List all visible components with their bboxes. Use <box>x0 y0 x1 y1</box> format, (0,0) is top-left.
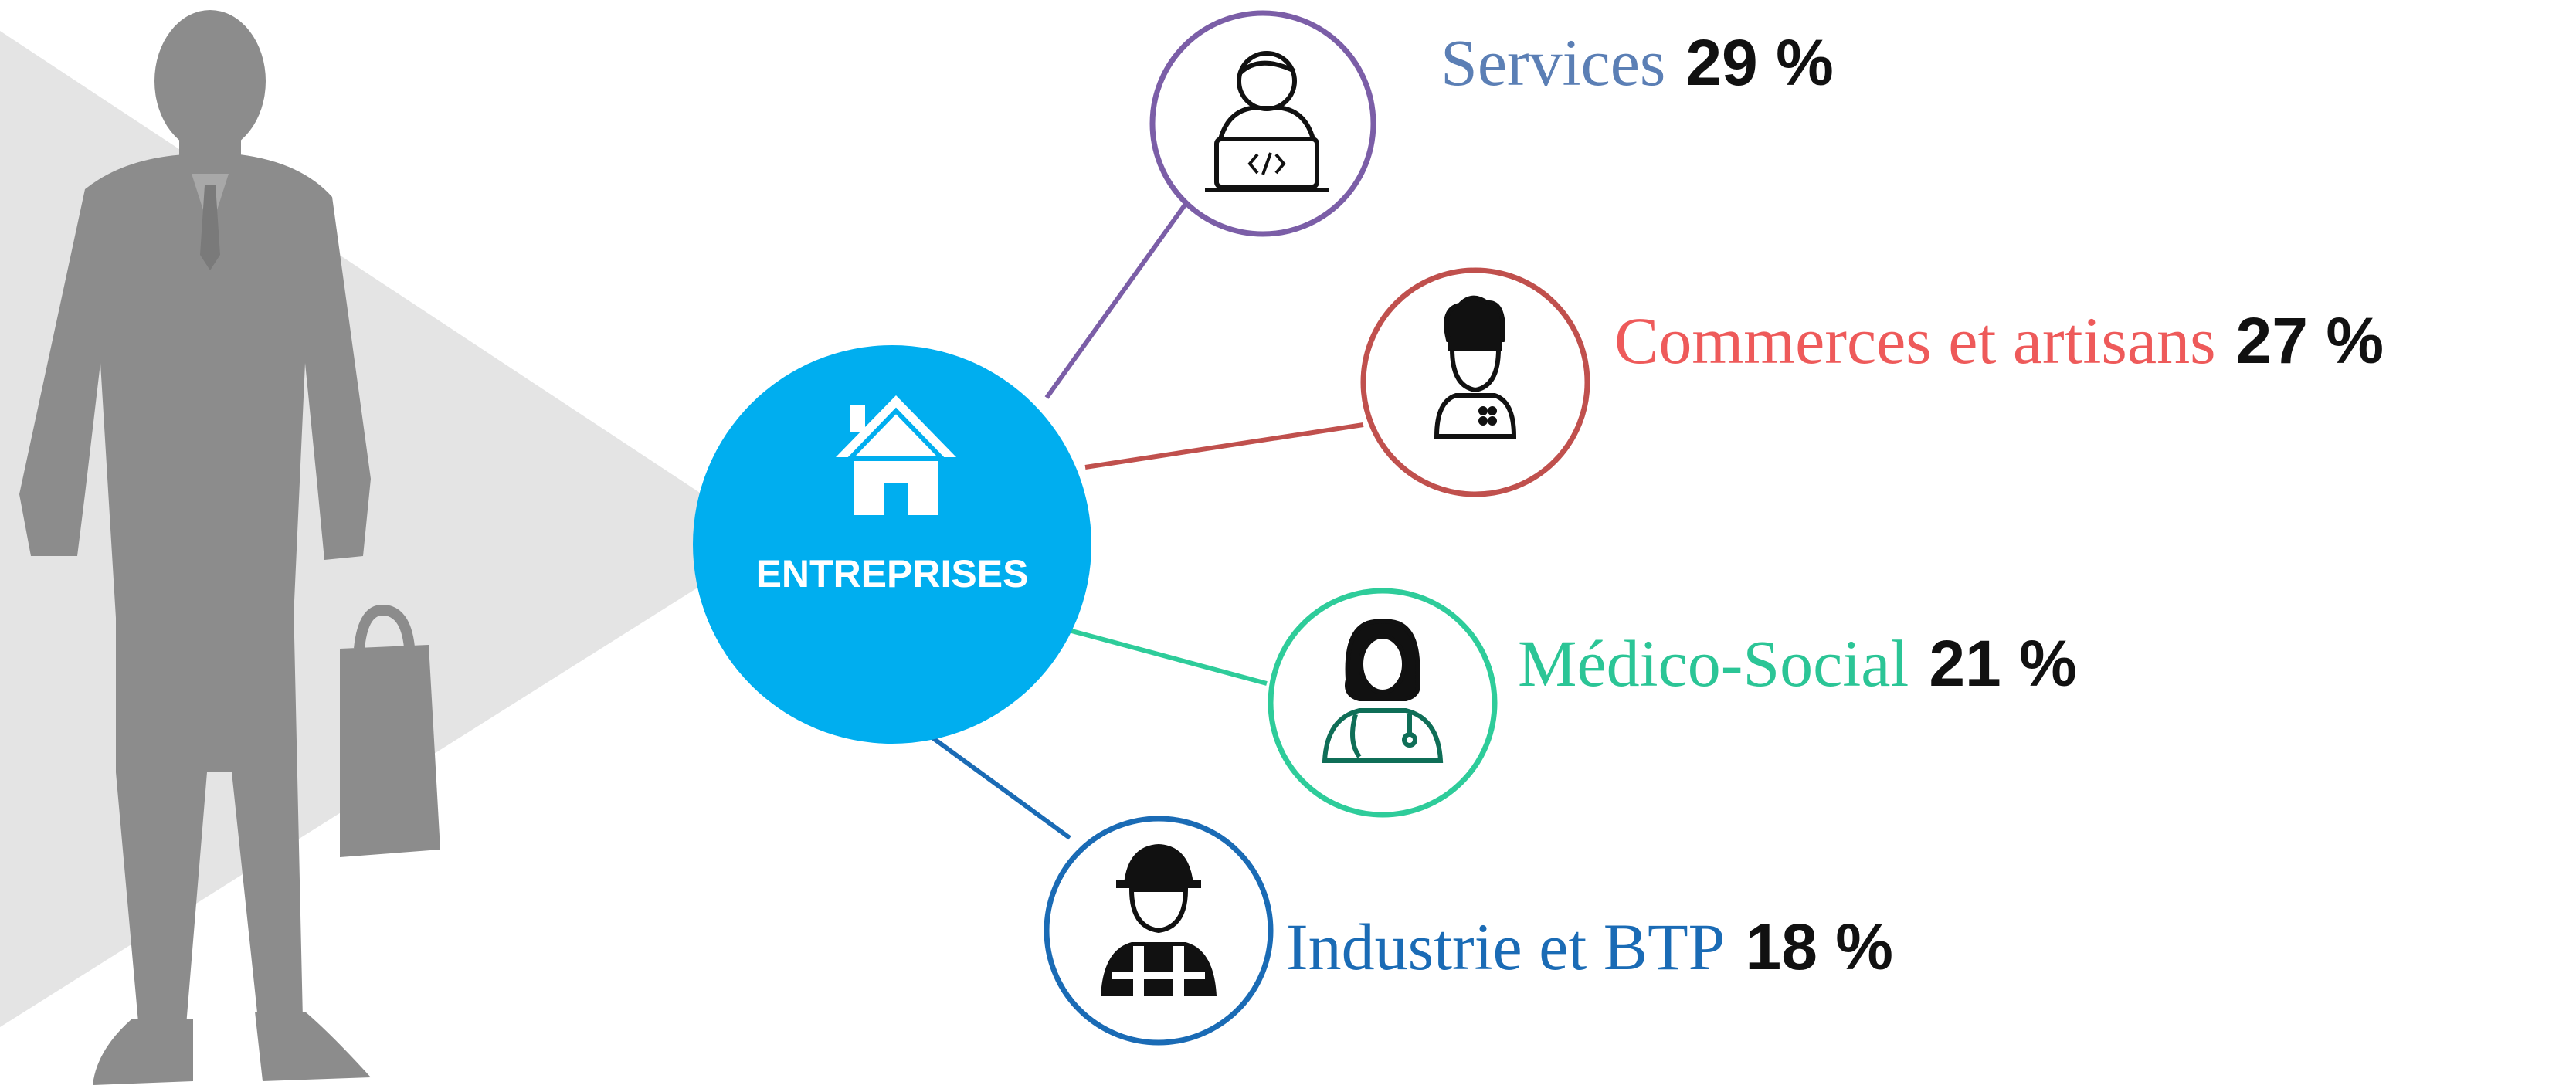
node-commerces-et-artisans: Commerces et artisans 27 % <box>1360 267 2384 497</box>
node-industrie-et-btp: Industrie et BTP 18 % <box>1044 816 1893 1046</box>
construction-worker-icon <box>1101 844 1217 996</box>
node-services: Services 29 % <box>1149 10 1834 237</box>
hub-label: ENTREPRISES <box>756 552 1029 595</box>
doctor-stethoscope-icon <box>1322 619 1444 763</box>
connector-commerces <box>1084 422 1364 470</box>
industrie-text: Industrie et BTP 18 % <box>1286 910 1893 984</box>
medico-social-text: Médico-Social 21 % <box>1518 626 2077 700</box>
commerces-text: Commerces et artisans 27 % <box>1614 304 2384 378</box>
connector-medico-social <box>1065 627 1268 686</box>
developer-laptop-icon <box>1205 51 1329 192</box>
house-icon <box>836 395 956 515</box>
chef-icon <box>1434 295 1517 439</box>
connector-industrie <box>925 731 1071 840</box>
entreprises-hub: ENTREPRISES <box>693 345 1091 744</box>
businessman-silhouette-icon <box>19 10 440 1085</box>
node-medico-social: Médico-Social 21 % <box>1268 588 2077 818</box>
connector-services <box>1044 192 1196 399</box>
services-text: Services 29 % <box>1441 25 1834 100</box>
